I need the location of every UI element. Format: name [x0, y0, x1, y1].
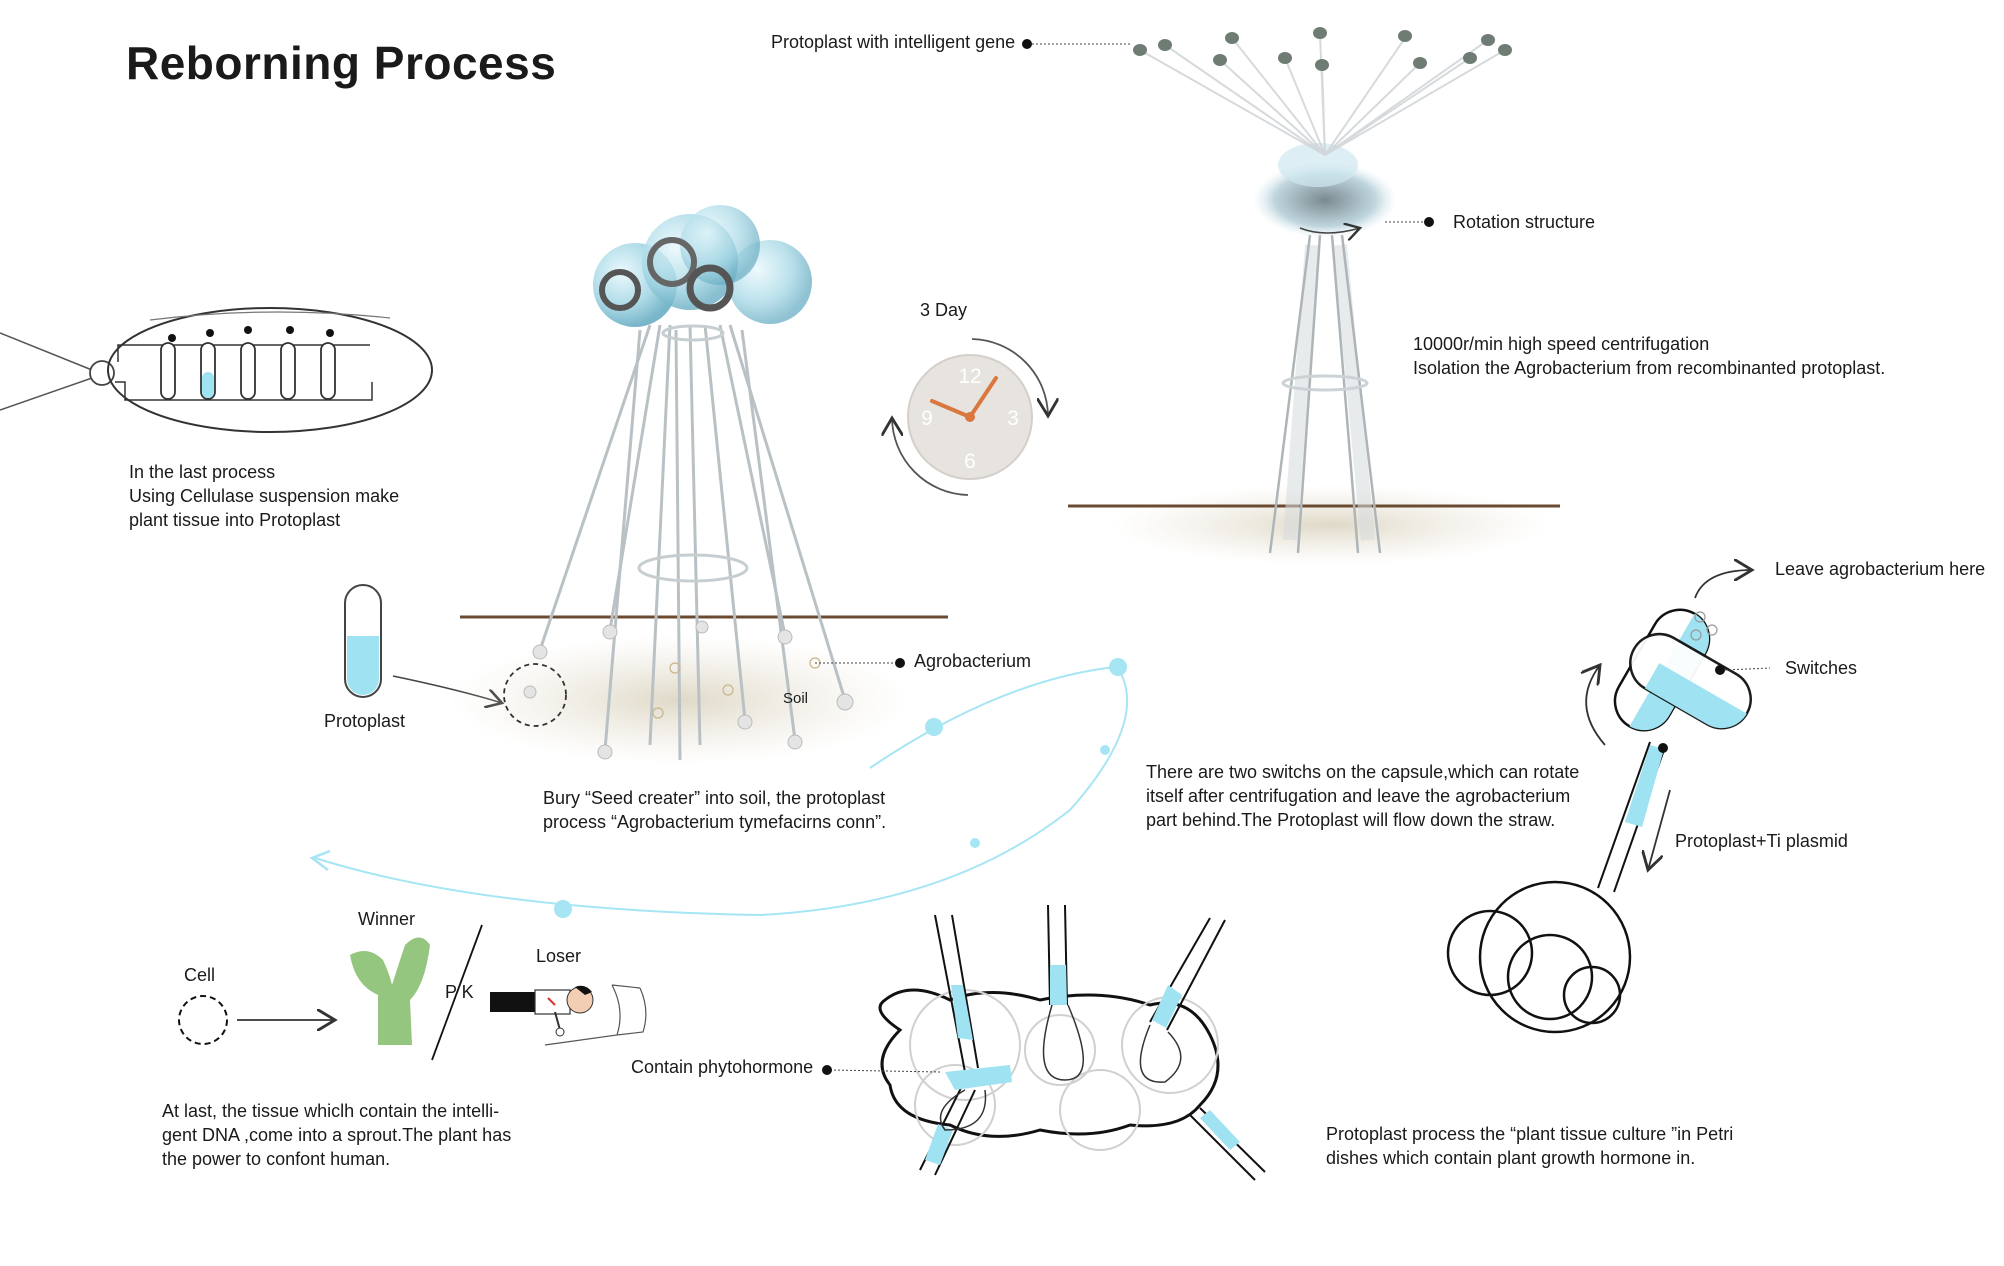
- page-title: Reborning Process: [126, 37, 557, 89]
- paragraph-switches-description: There are two switchs on the capsule,whi…: [1146, 762, 1580, 830]
- seed-creater: [450, 205, 948, 765]
- label-loser: Loser: [536, 946, 582, 966]
- test-tubes: [160, 326, 336, 400]
- outcome-diagram: [178, 924, 647, 1061]
- clock-number-3: 3: [1007, 407, 1019, 430]
- capsule-with-switches: [1446, 570, 1771, 1034]
- label-cell: Cell: [184, 965, 216, 985]
- process-flow-arrow: [309, 658, 1129, 918]
- paragraph-last-process: In the last process Using Cellulase susp…: [129, 462, 400, 530]
- cell-icon: [178, 995, 228, 1045]
- label-protoplast-intelligent-gene: Protoplast with intelligent gene: [771, 32, 1016, 52]
- sprout-icon: [350, 937, 430, 1045]
- label-switches: Switches: [1785, 658, 1858, 678]
- petri-dish-culture: [822, 904, 1266, 1181]
- rotation-structure: [1022, 27, 1560, 565]
- label-three-day: 3 Day: [920, 300, 968, 320]
- label-pk: P K: [445, 982, 474, 1002]
- paragraph-petri: Protoplast process the “plant tissue cul…: [1326, 1124, 1734, 1168]
- clock-number-9: 9: [921, 407, 933, 430]
- paragraph-bury: Bury “Seed creater” into soil, the proto…: [543, 788, 887, 832]
- paragraph-centrifugation: 10000r/min high speed centrifugation Iso…: [1413, 334, 1886, 378]
- clock-number-6: 6: [964, 450, 976, 473]
- label-winner: Winner: [358, 909, 416, 929]
- glass-spheres: [593, 205, 812, 327]
- label-agrobacterium: Agrobacterium: [914, 651, 1032, 671]
- label-leave-agrobacterium: Leave agrobacterium here: [1775, 559, 1986, 579]
- label-contain-phytohormone: Contain phytohormone: [631, 1057, 814, 1077]
- label-protoplast: Protoplast: [324, 711, 406, 731]
- clock-icon: 12 3 6 9: [892, 338, 1048, 496]
- label-rotation-structure: Rotation structure: [1453, 212, 1596, 232]
- tube-rack-diagram: [0, 307, 433, 433]
- loser-person-icon: [490, 984, 647, 1046]
- label-soil: Soil: [783, 690, 809, 707]
- label-protoplast-ti-plasmid: Protoplast+Ti plasmid: [1675, 831, 1848, 851]
- paragraph-at-last: At last, the tissue whiclh contain the i…: [162, 1101, 512, 1169]
- clock-number-12: 12: [958, 365, 981, 388]
